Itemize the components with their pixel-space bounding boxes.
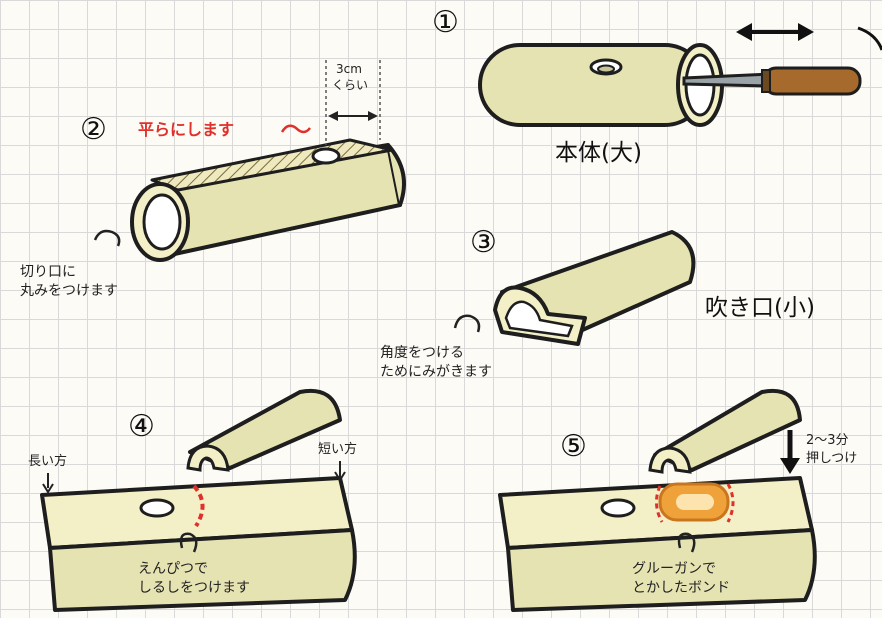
size-note-bottom: くらい (332, 78, 369, 92)
edge-rounding-note: 切り口に 丸みをつけます (20, 264, 118, 299)
pencil-mark-note: えんぴつで しるしをつけます (138, 561, 250, 596)
step2-tube-drawing (93, 60, 406, 262)
short-side-label: 短い方 (318, 442, 358, 457)
long-side-label: 長い方 (28, 454, 68, 469)
step2-number: ② (80, 112, 107, 147)
step1-tube-drawing (478, 23, 882, 127)
knife-icon (682, 66, 862, 96)
step4-number: ④ (128, 409, 155, 444)
step1-number: ① (432, 5, 459, 40)
step5-number: ⑤ (560, 429, 587, 464)
step5-gluing-drawing (498, 388, 817, 612)
glue-note: グルーガンで とかしたボンド (632, 561, 730, 596)
angle-note: 角度をつける ためにみがきます (380, 345, 492, 380)
step4-assembly-drawing (40, 388, 357, 612)
press-down-arrow-icon (780, 430, 800, 474)
main-body-label: 本体(大) (555, 140, 642, 166)
step3-mouthpiece-drawing (453, 230, 696, 346)
flatten-note: 平らにします (138, 120, 235, 139)
step3-number: ③ (470, 225, 497, 260)
size-note-top: 3cm (336, 62, 362, 76)
press-duration-note: 2〜3分 押しつけ (806, 433, 858, 466)
mouthpiece-label: 吹き口(小) (705, 295, 815, 321)
double-arrow-icon (736, 23, 814, 41)
